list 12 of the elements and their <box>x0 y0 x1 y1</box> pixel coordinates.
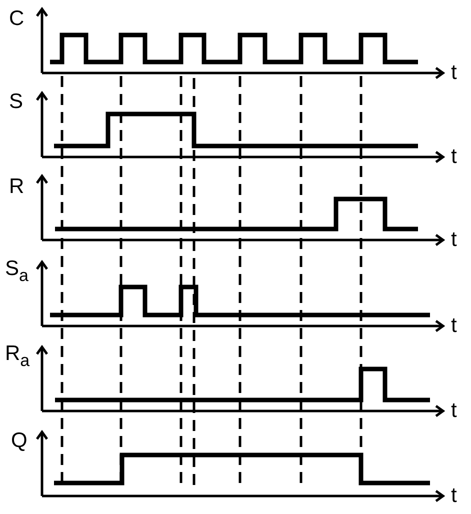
signal-label: Q <box>11 430 28 452</box>
axis-label: t <box>451 62 457 84</box>
signal-label: R$_{a}$ <box>5 343 30 365</box>
axis-label: t <box>451 146 457 168</box>
axis-label: t <box>451 229 457 251</box>
signal-label: R <box>9 176 24 198</box>
axis-label: t <box>451 315 457 337</box>
axis-label: t <box>451 400 457 422</box>
axis-label: t <box>451 485 457 507</box>
signal-label: S$_{a}$ <box>5 258 28 280</box>
signal-label: S <box>9 91 24 113</box>
signal-label: C <box>9 8 24 30</box>
